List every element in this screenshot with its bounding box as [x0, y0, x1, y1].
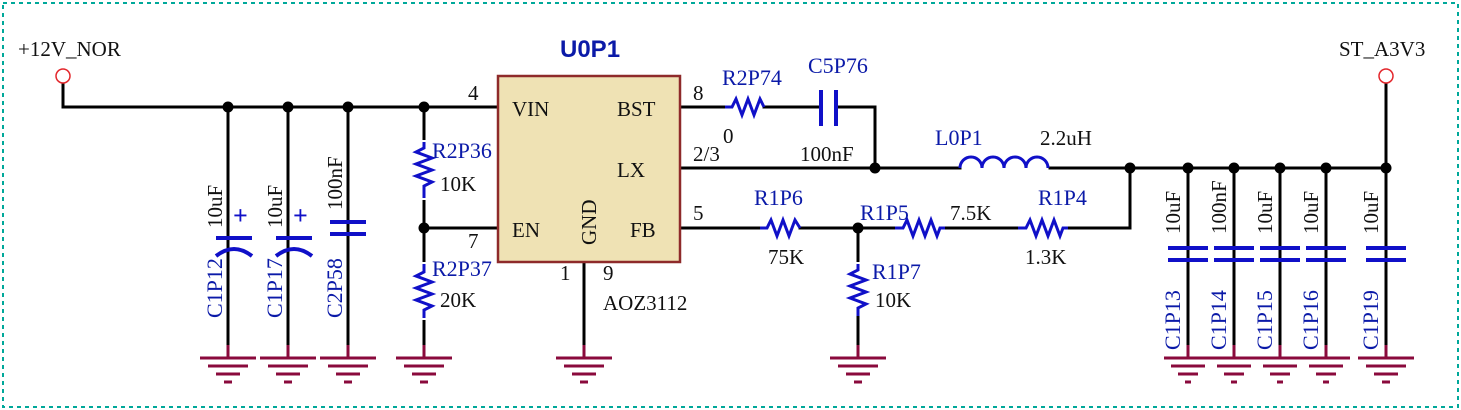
c1p12-ref: C1P12: [202, 258, 227, 318]
r1p5-value: 7.5K: [950, 201, 991, 225]
c1p17-ref: C1P17: [262, 258, 287, 318]
c1p17-value: 10uF: [263, 185, 287, 228]
r1p5-ref: R1P5: [860, 200, 909, 225]
c1p16-ref: C1P16: [1298, 290, 1323, 350]
c2p58-ref: C2P58: [322, 258, 347, 318]
r1p7-ref: R1P7: [872, 259, 921, 284]
l0p1-ref: L0P1: [935, 125, 983, 150]
ground-symbols: [200, 345, 1414, 384]
capacitor-c1p16[interactable]: 10uF C1P16: [1298, 191, 1346, 350]
c2p58-value: 100nF: [323, 156, 347, 210]
pin-label-bst: BST: [617, 97, 656, 121]
c1p19-value: 10uF: [1359, 191, 1383, 234]
pin-number-fb: 5: [693, 201, 704, 225]
resistor-r1p7[interactable]: R1P7 10K: [845, 259, 921, 316]
c1p15-value: 10uF: [1253, 191, 1277, 234]
resistor-r2p36[interactable]: R2P36 10K: [411, 138, 492, 200]
capacitor-c1p17[interactable]: + 10uF C1P17: [262, 185, 314, 318]
junctions: [222, 101, 1392, 234]
pin-number-en: 7: [468, 229, 479, 253]
capacitor-c5p76[interactable]: C5P76 100nF: [800, 53, 868, 166]
power-output-label: ST_A3V3: [1339, 37, 1425, 61]
resistor-r1p5[interactable]: R1P5 7.5K: [860, 200, 991, 241]
ground-icon: [396, 345, 452, 384]
resistor-r1p4[interactable]: R1P4 1.3K: [1018, 185, 1087, 269]
capacitor-c1p15[interactable]: 10uF C1P15: [1252, 191, 1300, 350]
ic-u0p1[interactable]: U0P1 AOZ3112 VIN BST LX EN FB GND 4 8 2/…: [468, 36, 734, 315]
l0p1-value: 2.2uH: [1040, 126, 1092, 150]
c5p76-ref: C5P76: [808, 53, 868, 78]
c1p19-ref: C1P19: [1358, 290, 1383, 350]
r2p36-ref: R2P36: [432, 138, 492, 163]
pin-number-bst: 8: [693, 81, 704, 105]
r1p7-value: 10K: [875, 288, 911, 312]
pin-number-vin: 4: [468, 81, 479, 105]
ground-icon: [1358, 345, 1414, 384]
ground-icon: [1302, 345, 1350, 384]
resistor-r2p37[interactable]: R2P37 20K: [411, 256, 492, 320]
ground-icon: [260, 345, 316, 384]
pin-label-lx: LX: [617, 158, 645, 182]
r1p4-ref: R1P4: [1038, 185, 1087, 210]
resistor-r2p74[interactable]: R2P74: [722, 65, 782, 120]
pin-label-vin: VIN: [512, 97, 549, 121]
pin-label-en: EN: [512, 218, 540, 242]
r2p37-ref: R2P37: [432, 256, 492, 281]
capacitor-c1p19[interactable]: 10uF C1P19: [1358, 191, 1406, 350]
ic-part-number: AOZ3112: [603, 291, 687, 315]
ground-icon: [200, 345, 256, 384]
power-port-output[interactable]: ST_A3V3: [1339, 37, 1425, 84]
c1p15-ref: C1P15: [1252, 290, 1277, 350]
svg-text:+: +: [293, 201, 308, 230]
ground-icon: [1164, 345, 1212, 384]
ground-icon: [830, 345, 886, 384]
r2p37-value: 20K: [440, 288, 476, 312]
ground-icon: [1210, 345, 1258, 384]
resistor-r1p6[interactable]: R1P6 75K: [754, 185, 804, 269]
pin-number-gnd-b: 9: [603, 261, 614, 285]
c1p13-value: 10uF: [1161, 191, 1185, 234]
ic-designator: U0P1: [560, 36, 620, 63]
ground-icon: [556, 345, 612, 384]
power-port-input[interactable]: +12V_NOR: [18, 37, 121, 84]
capacitor-c1p12[interactable]: + 10uF C1P12: [202, 185, 254, 318]
ground-icon: [320, 345, 376, 384]
inductor-l0p1[interactable]: L0P1 2.2uH: [935, 125, 1092, 169]
c5p76-value: 100nF: [800, 142, 854, 166]
svg-text:+: +: [233, 201, 248, 230]
r2p36-value: 10K: [440, 172, 476, 196]
c1p12-value: 10uF: [203, 185, 227, 228]
capacitor-c1p14[interactable]: 100nF C1P14: [1206, 180, 1254, 350]
r1p6-ref: R1P6: [754, 185, 803, 210]
pin-label-fb: FB: [630, 218, 656, 242]
r1p4-value: 1.3K: [1025, 245, 1066, 269]
c1p14-ref: C1P14: [1206, 290, 1231, 350]
capacitor-c1p13[interactable]: 10uF C1P13: [1160, 191, 1208, 350]
power-input-label: +12V_NOR: [18, 37, 121, 61]
ground-icon: [1256, 345, 1304, 384]
c1p13-ref: C1P13: [1160, 290, 1185, 350]
pin-number-lx-extra: 0: [723, 124, 734, 148]
c1p14-value: 100nF: [1207, 180, 1231, 234]
pin-label-gnd: GND: [577, 200, 601, 246]
pin-number-gnd-a: 1: [560, 261, 571, 285]
r2p74-ref: R2P74: [722, 65, 782, 90]
c1p16-value: 10uF: [1299, 191, 1323, 234]
pin-number-lx: 2/3: [693, 142, 720, 166]
r1p6-value: 75K: [768, 245, 804, 269]
capacitor-c2p58[interactable]: 100nF C2P58: [322, 156, 366, 318]
